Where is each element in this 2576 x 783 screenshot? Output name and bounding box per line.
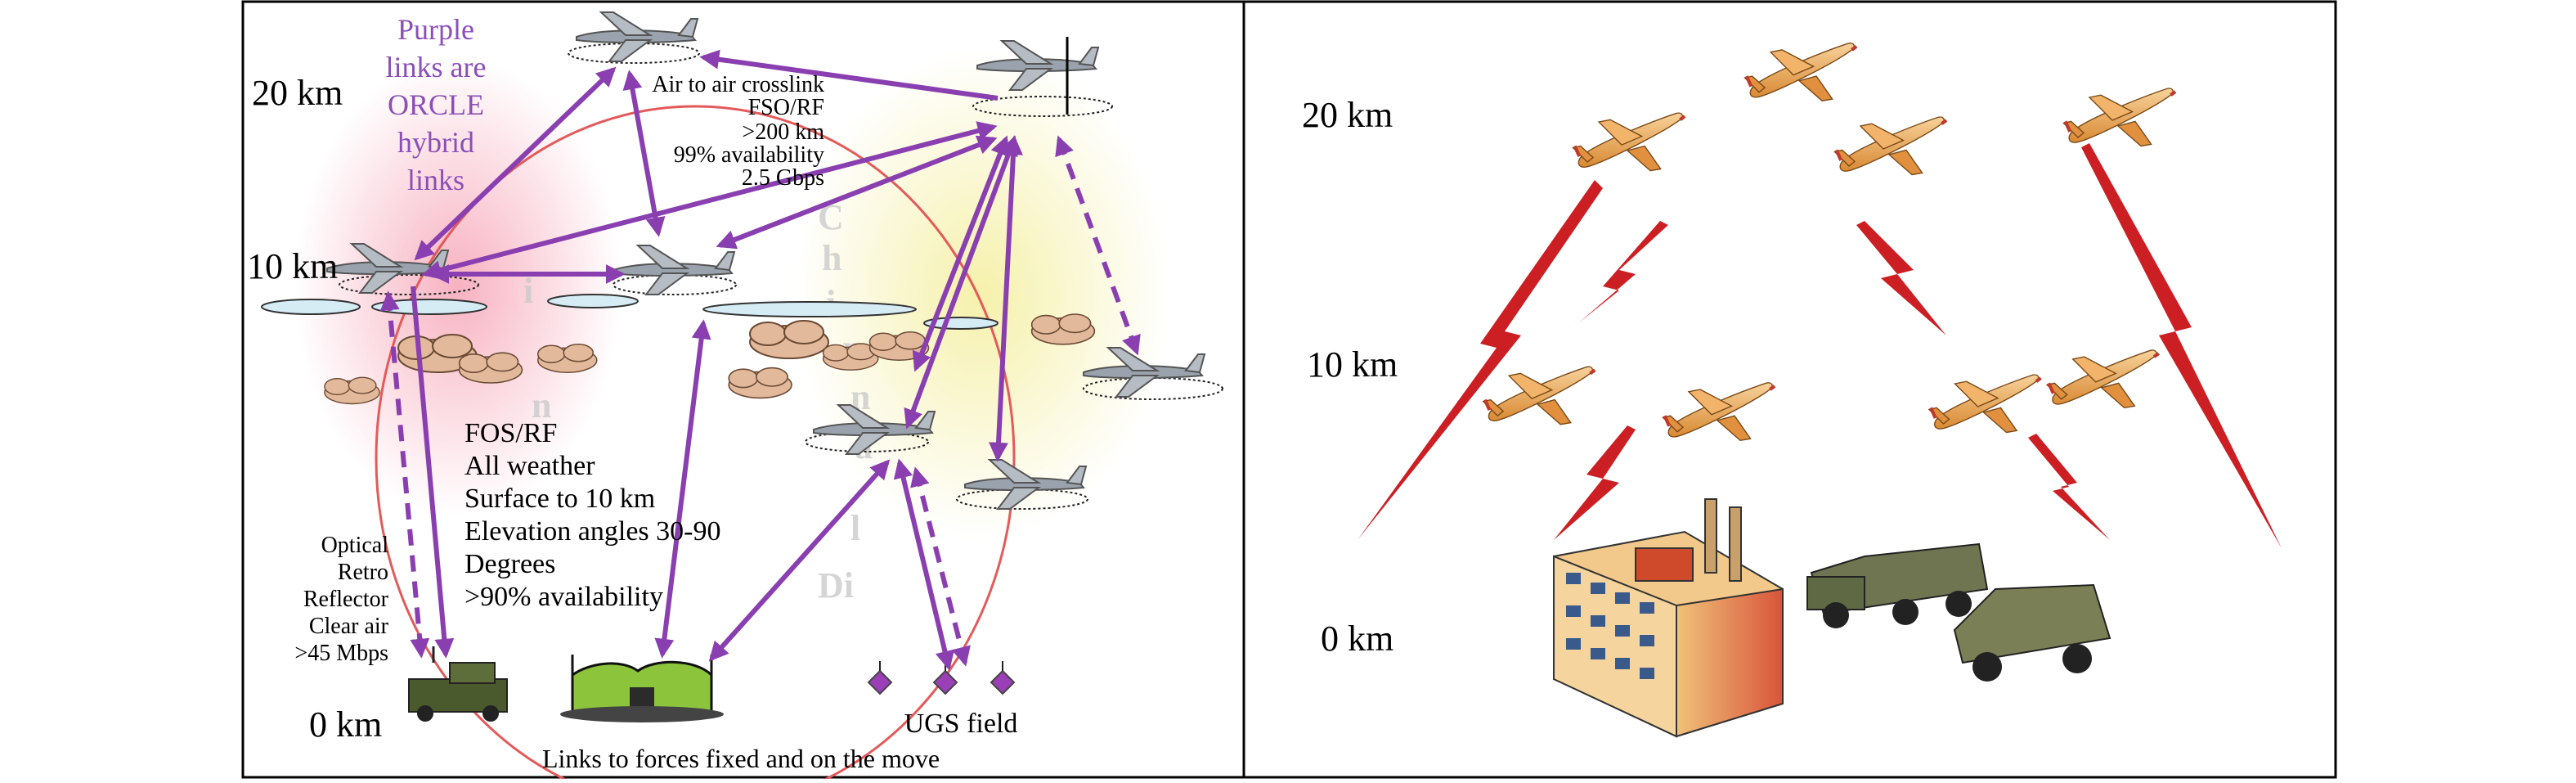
global-hawk-uav [976, 37, 1099, 115]
jet-right-20km [2064, 88, 2176, 146]
jet-left-20km [1573, 113, 1685, 170]
svg-text:>200 km: >200 km [742, 119, 824, 145]
uav-center-10km [613, 245, 735, 295]
jet-right-10km [1929, 375, 2041, 432]
svg-text:links are: links are [386, 51, 487, 83]
right-altitude-labels: 20 km 10 km 0 km [1302, 95, 1398, 659]
svg-text:99% availability: 99% availability [674, 142, 824, 168]
right-panel-frame [1242, 0, 2337, 779]
altitude-0km: 0 km [309, 704, 382, 745]
svg-text:FSO/RF: FSO/RF [748, 95, 824, 120]
military-truck-right [1806, 542, 1989, 628]
svg-text:Elevation angles 30-90: Elevation angles 30-90 [464, 516, 720, 547]
factory-building [1553, 498, 1784, 738]
svg-text:Reflector: Reflector [303, 587, 389, 612]
lightning-bolt [1554, 425, 1636, 540]
svg-text:l: l [850, 508, 860, 548]
lightning-bolt [1578, 221, 1668, 323]
svg-text:2.5 Gbps: 2.5 Gbps [742, 165, 824, 191]
yellow-glow [793, 49, 1169, 540]
svg-text:FOS/RF: FOS/RF [464, 418, 557, 448]
jet-far-right-10km [2047, 350, 2159, 407]
svg-text:All weather: All weather [464, 451, 595, 481]
svg-text:n: n [532, 385, 551, 425]
right-panel: 20 km 10 km 0 km [1302, 43, 2282, 738]
svg-text:Clear air: Clear air [309, 614, 389, 639]
altitude-10km: 10 km [247, 246, 338, 286]
command-shelter [560, 655, 724, 722]
left-altitude-labels: 20 km 10 km 0 km [247, 73, 382, 745]
svg-text:ORCLE: ORCLE [388, 88, 484, 121]
ugs-field-label: UGS field [904, 709, 1018, 739]
retro-reflector-note: Optical Retro Reflector Clear air >45 Mb… [294, 533, 388, 666]
svg-text:Retro: Retro [338, 560, 388, 585]
military-jeep [1953, 583, 2112, 682]
dashed-links [379, 135, 1141, 667]
altitude-20km: 20 km [1302, 95, 1393, 135]
bottom-caption: Links to forces fixed and on the move [542, 744, 940, 773]
svg-text:i: i [523, 271, 533, 311]
high-aircraft [576, 11, 698, 62]
svg-text:Di: Di [818, 565, 854, 605]
altitude-20km: 20 km [252, 73, 343, 113]
crosslink-note: Air to air crosslink FSO/RF >200 km 99% … [652, 72, 824, 191]
svg-text:Degrees: Degrees [464, 549, 555, 579]
lightning-links [1358, 143, 2282, 548]
svg-text:Optical: Optical [321, 533, 389, 558]
jet-left-10km [1483, 367, 1595, 424]
jet-center-10km [1663, 383, 1775, 440]
fso-note: FOS/RF All weather Surface to 10 km Elev… [464, 418, 720, 612]
svg-text:Purple: Purple [397, 13, 474, 46]
svg-text:Air to air crosslink: Air to air crosslink [652, 72, 824, 97]
lightning-bolt [2028, 434, 2110, 540]
svg-text:links: links [407, 164, 464, 196]
svg-text:hybrid: hybrid [397, 126, 474, 159]
purple-links-note: Purple links are ORCLE hybrid links [386, 13, 487, 196]
lightning-bolt [2081, 143, 2282, 548]
svg-text:Surface to 10 km: Surface to 10 km [464, 484, 655, 514]
altitude-10km: 10 km [1307, 344, 1398, 385]
svg-text:h: h [822, 238, 841, 278]
svg-text:>45 Mbps: >45 Mbps [294, 641, 388, 666]
altitude-0km: 0 km [1321, 619, 1393, 659]
lightning-bolt [1358, 180, 1603, 540]
military-truck [408, 646, 508, 722]
jet-top-center [1745, 43, 1857, 101]
ugs-sensors [867, 661, 1016, 695]
lightning-bolt [1856, 221, 1946, 335]
svg-text:>90% availability: >90% availability [464, 582, 663, 612]
jet-center-20km [1835, 117, 1947, 174]
left-panel: C h i n n a l Di i n [247, 11, 1223, 783]
